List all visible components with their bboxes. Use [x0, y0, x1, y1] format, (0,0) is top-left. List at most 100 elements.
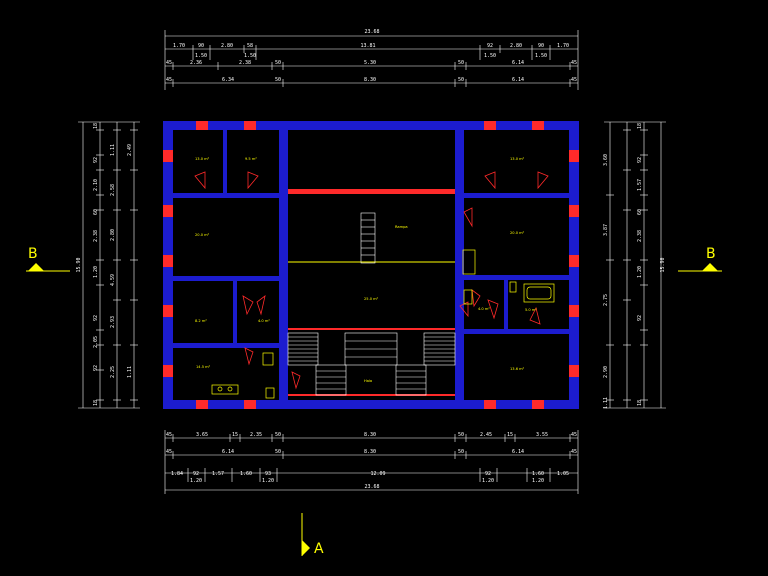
left-overall-dim: 15.90: [76, 257, 82, 272]
top-dim-text: 50: [458, 77, 464, 83]
bottom-dim-text: 1.60: [240, 471, 252, 477]
left-dim-text: 2.58: [110, 184, 116, 196]
section-a-label: A: [314, 541, 324, 557]
room-label: 9.5 m²: [245, 157, 257, 161]
room-label: 5.0 m²: [525, 308, 537, 312]
basin-icon: [509, 281, 517, 293]
section-marker-bottom: A: [301, 513, 324, 557]
bathtub-icon: [523, 283, 555, 303]
top-dim-text: 8.30: [364, 77, 376, 83]
bottom-dim-text: 8.30: [364, 449, 376, 455]
left-dim-text: 2.49: [127, 144, 133, 156]
bottom-dim-text: 50: [275, 432, 281, 438]
bottom-dim-text: 1.20: [190, 478, 202, 484]
right-dim-text: 92: [637, 315, 643, 321]
left-dim-text: 92: [93, 365, 99, 371]
top-dim-text: 2.36: [190, 60, 202, 66]
bottom-dim-text: 15: [232, 432, 238, 438]
room-label: 13.0 m²: [195, 157, 210, 161]
top-dim-text: 2.38: [239, 60, 251, 66]
top-dim-text: 45: [571, 77, 577, 83]
top-dim-text: 50: [275, 60, 281, 66]
bottom-dim-text: 6.14: [222, 449, 234, 455]
room-label: 8.2 m²: [195, 319, 207, 323]
top-dim-text: 45: [166, 77, 172, 83]
bottom-dim-text: 2.45: [480, 432, 492, 438]
section-b-label: B: [28, 246, 38, 262]
left-dim-text: 2.80: [110, 229, 116, 241]
interior-walls: [173, 129, 569, 401]
right-dim-text: 18: [637, 400, 643, 406]
top-dimension-texts: 23.68 1.70 90 2.80 58 13.81 92 2.80 90 1…: [166, 29, 577, 83]
ramp-label: Rampa: [395, 225, 408, 229]
door-swings: [194, 171, 549, 390]
top-dim-text: 50: [275, 77, 281, 83]
room-label: 13.6 m²: [510, 367, 525, 371]
right-dim-text: 60: [637, 209, 643, 215]
top-dim-text: 1.70: [173, 43, 185, 49]
bottom-dim-text: 15: [507, 432, 513, 438]
bottom-dim-text: 1.20: [262, 478, 274, 484]
top-overall-dim: 23.68: [364, 29, 379, 35]
section-marker-left: B: [26, 246, 70, 272]
room-label: 20.0 m²: [510, 231, 525, 235]
right-dim-text: 2.38: [637, 230, 643, 242]
right-dimension-texts: 15.90 3.60 3.87 2.75 2.90 1.11 18 92 1.5…: [603, 123, 666, 409]
bottom-dim-text: 3.55: [536, 432, 548, 438]
stair-labels: Rampa Hala: [364, 225, 408, 383]
left-dim-text: 2.25: [110, 366, 116, 378]
bottom-dim-text: 1.60: [532, 471, 544, 477]
right-dim-text: 3.87: [603, 224, 609, 236]
left-dim-text: 2.38: [93, 230, 99, 242]
room-label: 20.0 m²: [195, 233, 210, 237]
top-dim-text: 90: [538, 43, 544, 49]
bottom-dim-text: 1.05: [557, 471, 569, 477]
left-dim-text: 2.10: [93, 179, 99, 191]
bottom-dim-text: 92: [193, 471, 199, 477]
left-dim-text: 60: [93, 209, 99, 215]
bottom-dim-text: 1.57: [212, 471, 224, 477]
bottom-dim-text: 8.30: [364, 432, 376, 438]
right-dim-text: 3.60: [603, 154, 609, 166]
kitchen-counter-icon: [211, 384, 239, 395]
top-dim-text: 6.14: [512, 77, 524, 83]
top-dim-text: 50: [458, 60, 464, 66]
bottom-dim-text: 1.20: [482, 478, 494, 484]
room-label: 14.5 m²: [196, 365, 211, 369]
room-label: 4.0 m²: [258, 319, 270, 323]
top-dim-text: 90: [198, 43, 204, 49]
bottom-dim-text: 92: [485, 471, 491, 477]
room-label: 13.0 m²: [510, 157, 525, 161]
left-dim-text: 2.93: [110, 316, 116, 328]
top-dim-text: 58: [247, 43, 253, 49]
top-dim-text: 45: [571, 60, 577, 66]
left-dim-text: 92: [93, 315, 99, 321]
left-dim-text: 18: [93, 400, 99, 406]
left-dim-text: 1.20: [93, 266, 99, 278]
left-dim-text: 2.05: [93, 336, 99, 348]
bottom-dim-text: 3.65: [196, 432, 208, 438]
room-label: 25.0 m²: [364, 297, 379, 301]
left-dim-text: 18: [93, 123, 99, 129]
left-dim-text: 1.11: [127, 366, 133, 378]
top-dim-text: 1.50: [195, 53, 207, 59]
top-dim-text: 1.50: [535, 53, 547, 59]
bottom-dim-text: 1.20: [532, 478, 544, 484]
bottom-dim-text: 1.84: [171, 471, 183, 477]
top-dim-text: 1.70: [557, 43, 569, 49]
bottom-dim-text: 2.35: [250, 432, 262, 438]
room-label: 4.0 m²: [478, 307, 490, 311]
bottom-dim-text: 50: [458, 449, 464, 455]
right-dim-text: 18: [637, 123, 643, 129]
bottom-dim-text: 50: [275, 449, 281, 455]
top-dim-text: 6.14: [512, 60, 524, 66]
top-dim-text: 6.34: [222, 77, 234, 83]
bottom-overall-dim: 23.68: [364, 484, 379, 490]
left-dim-text: 1.11: [110, 144, 116, 156]
top-dim-text: 1.50: [484, 53, 496, 59]
left-dimension-texts: 15.90 18 92 2.10 60 2.38 1.20 92 2.05 92…: [76, 123, 133, 406]
top-dim-text: 1.50: [244, 53, 256, 59]
right-dim-text: 1.20: [637, 266, 643, 278]
staircase: [287, 212, 456, 396]
